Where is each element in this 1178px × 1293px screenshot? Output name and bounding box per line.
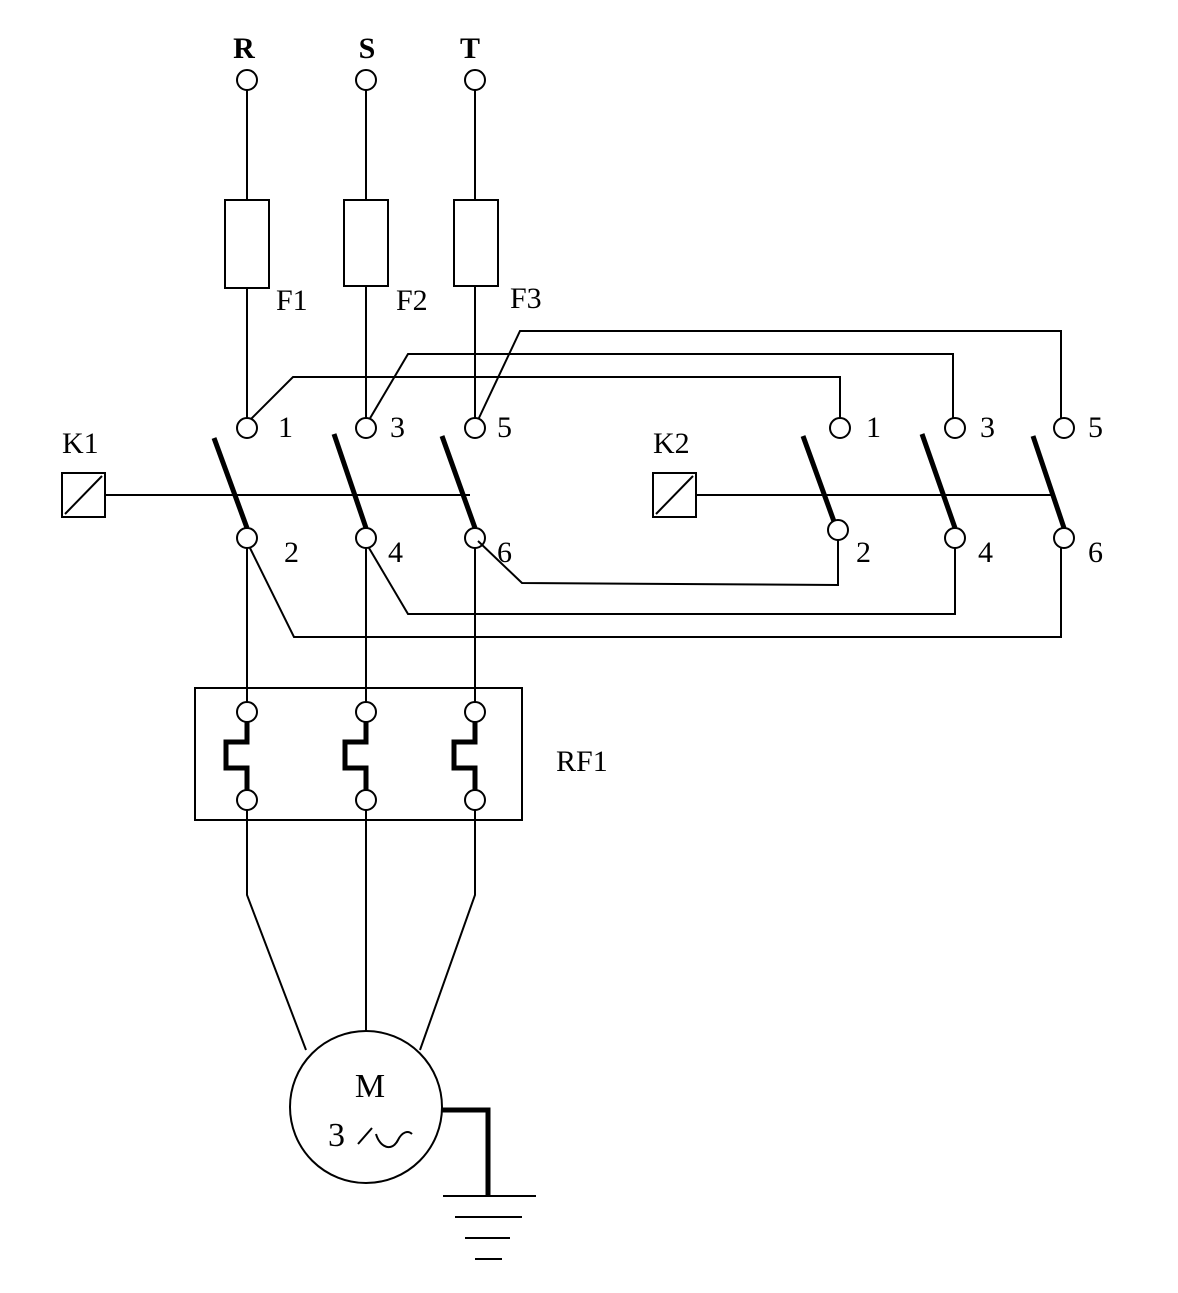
k1-terminal-3-label: 3 xyxy=(390,411,405,444)
k2-load-crossovers xyxy=(249,540,1062,638)
k1-terminal-5-label: 5 xyxy=(497,411,512,444)
rf1-terminal-out-1 xyxy=(236,789,258,811)
k2-contact-3-4 xyxy=(919,433,958,529)
rf1-terminal-in-1 xyxy=(236,701,258,723)
ac-wave-icon xyxy=(375,1131,413,1149)
k2-terminal-6-label: 6 xyxy=(1088,536,1103,569)
contactor-k2: K2 1 3 5 2 4 6 xyxy=(652,411,1103,569)
fuse-f1 xyxy=(224,199,270,289)
k2-terminal-4-label: 4 xyxy=(978,536,993,569)
rf1-terminal-out-3 xyxy=(464,789,486,811)
rf1-label: RF1 xyxy=(556,745,608,778)
motor-phase-count: 3 xyxy=(328,1117,345,1154)
return-k2-4-to-k1-4 xyxy=(368,547,956,615)
phase-t-terminal xyxy=(464,69,486,91)
k2-line-crossovers xyxy=(249,330,1062,421)
rf1-thermal-element-2 xyxy=(342,722,369,790)
k2-terminal-6 xyxy=(1053,527,1075,549)
fuse-f3 xyxy=(453,199,499,287)
k2-contact-5-6 xyxy=(1030,435,1067,529)
k1-terminal-1-label: 1 xyxy=(278,411,293,444)
k2-terminal-3 xyxy=(944,417,966,439)
k1-terminal-6-label: 6 xyxy=(497,536,512,569)
k1-terminal-3 xyxy=(355,417,377,439)
k2-label: K2 xyxy=(653,427,690,460)
rf1-thermal-element-3 xyxy=(451,722,478,790)
motor-ac-slash xyxy=(357,1127,373,1145)
return-k2-6-to-k1-2 xyxy=(249,547,1062,638)
k2-terminal-2 xyxy=(827,519,849,541)
phase-r-terminal xyxy=(236,69,258,91)
k1-terminal-5 xyxy=(464,417,486,439)
k1-to-rf1-wires xyxy=(246,548,476,702)
ground xyxy=(442,1107,536,1260)
wire-rf1-to-motor-w xyxy=(419,810,476,1051)
phase-t-label: T xyxy=(460,32,480,65)
k2-coil-diagonal xyxy=(655,475,694,515)
rf1-terminal-in-2 xyxy=(355,701,377,723)
fuse-f1-label: F1 xyxy=(276,284,308,317)
k1-label: K1 xyxy=(62,427,99,460)
supply-phases: R S T xyxy=(233,32,486,91)
motor-symbol: M xyxy=(355,1068,385,1105)
k2-terminal-4 xyxy=(944,527,966,549)
k1-contact-3-4 xyxy=(331,433,369,529)
k2-terminal-3-label: 3 xyxy=(980,411,995,444)
k1-terminal-1 xyxy=(236,417,258,439)
rf1-terminal-in-3 xyxy=(464,701,486,723)
k1-contact-5-6 xyxy=(439,435,478,529)
k1-coil-diagonal xyxy=(64,475,103,515)
k2-terminal-1 xyxy=(829,417,851,439)
crossover-r-to-k2-1 xyxy=(249,376,841,421)
k1-terminal-2 xyxy=(236,527,258,549)
rf1-enclosure xyxy=(194,687,523,821)
rf1-to-motor-wires xyxy=(246,810,476,1051)
k1-terminal-4-label: 4 xyxy=(388,536,403,569)
contactor-k1: K1 1 3 5 2 4 6 xyxy=(61,411,512,569)
crossover-s-to-k2-3 xyxy=(368,353,954,421)
fuse-f2-label: F2 xyxy=(396,284,428,317)
wire-rf1-to-motor-u xyxy=(246,810,307,1051)
rf1-terminal-out-2 xyxy=(355,789,377,811)
overload-relay-rf1: RF1 xyxy=(194,687,608,821)
phase-r-label: R xyxy=(233,32,255,65)
fuse-f2 xyxy=(343,199,389,287)
k1-terminal-4 xyxy=(355,527,377,549)
phase-s-label: S xyxy=(359,32,376,65)
phase-s-terminal xyxy=(355,69,377,91)
motor: M 3 xyxy=(289,1030,443,1184)
k2-terminal-1-label: 1 xyxy=(866,411,881,444)
k2-terminal-5 xyxy=(1053,417,1075,439)
fuse-f3-label: F3 xyxy=(510,282,542,315)
k1-terminal-2-label: 2 xyxy=(284,536,299,569)
return-k2-2-to-k1-6 xyxy=(477,540,839,587)
fuses: F1 F2 F3 xyxy=(224,199,542,317)
crossover-t-to-k2-5 xyxy=(477,330,1062,421)
rf1-thermal-element-1 xyxy=(223,722,250,790)
k2-contact-1-2 xyxy=(800,435,839,528)
k1-contact-1-2 xyxy=(211,437,250,529)
motor-circle xyxy=(289,1030,443,1184)
k2-terminal-2-label: 2 xyxy=(856,536,871,569)
k2-terminal-5-label: 5 xyxy=(1088,411,1103,444)
ground-conductor xyxy=(442,1107,491,1196)
